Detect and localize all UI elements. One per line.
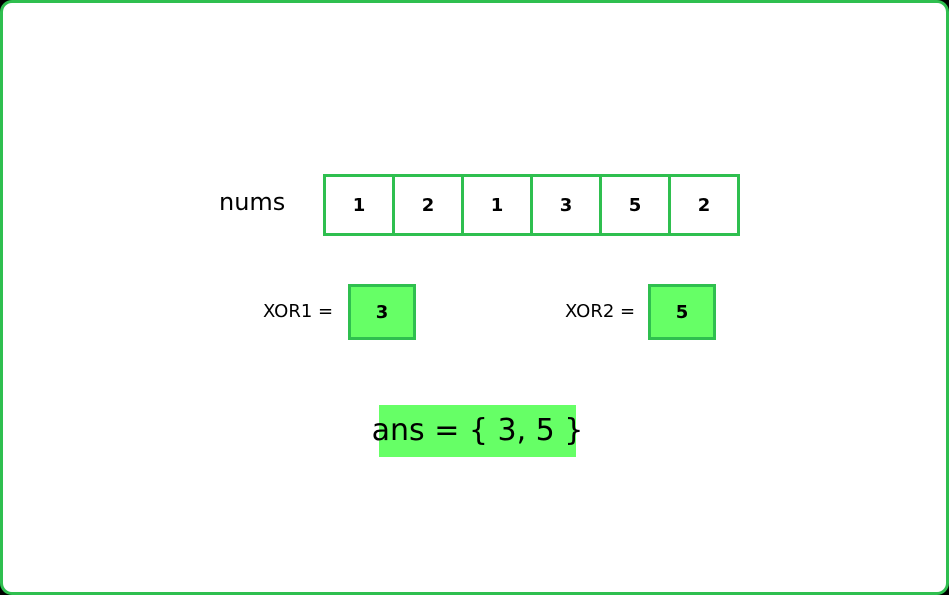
xor1-value-box: 3 [348,284,416,340]
array-cell-0: 1 [323,174,395,236]
nums-array: 1 2 1 3 5 2 [323,174,740,236]
array-cell-4: 5 [599,174,671,236]
array-cell-3: 3 [530,174,602,236]
xor2-value-box: 5 [648,284,716,340]
xor1-label: XOR1 = [263,301,334,322]
nums-label: nums [219,188,286,216]
answer-box: ans = { 3, 5 } [372,405,583,457]
array-cell-5: 2 [668,174,740,236]
array-cell-1: 2 [392,174,464,236]
xor2-label: XOR2 = [565,301,636,322]
array-cell-2: 1 [461,174,533,236]
